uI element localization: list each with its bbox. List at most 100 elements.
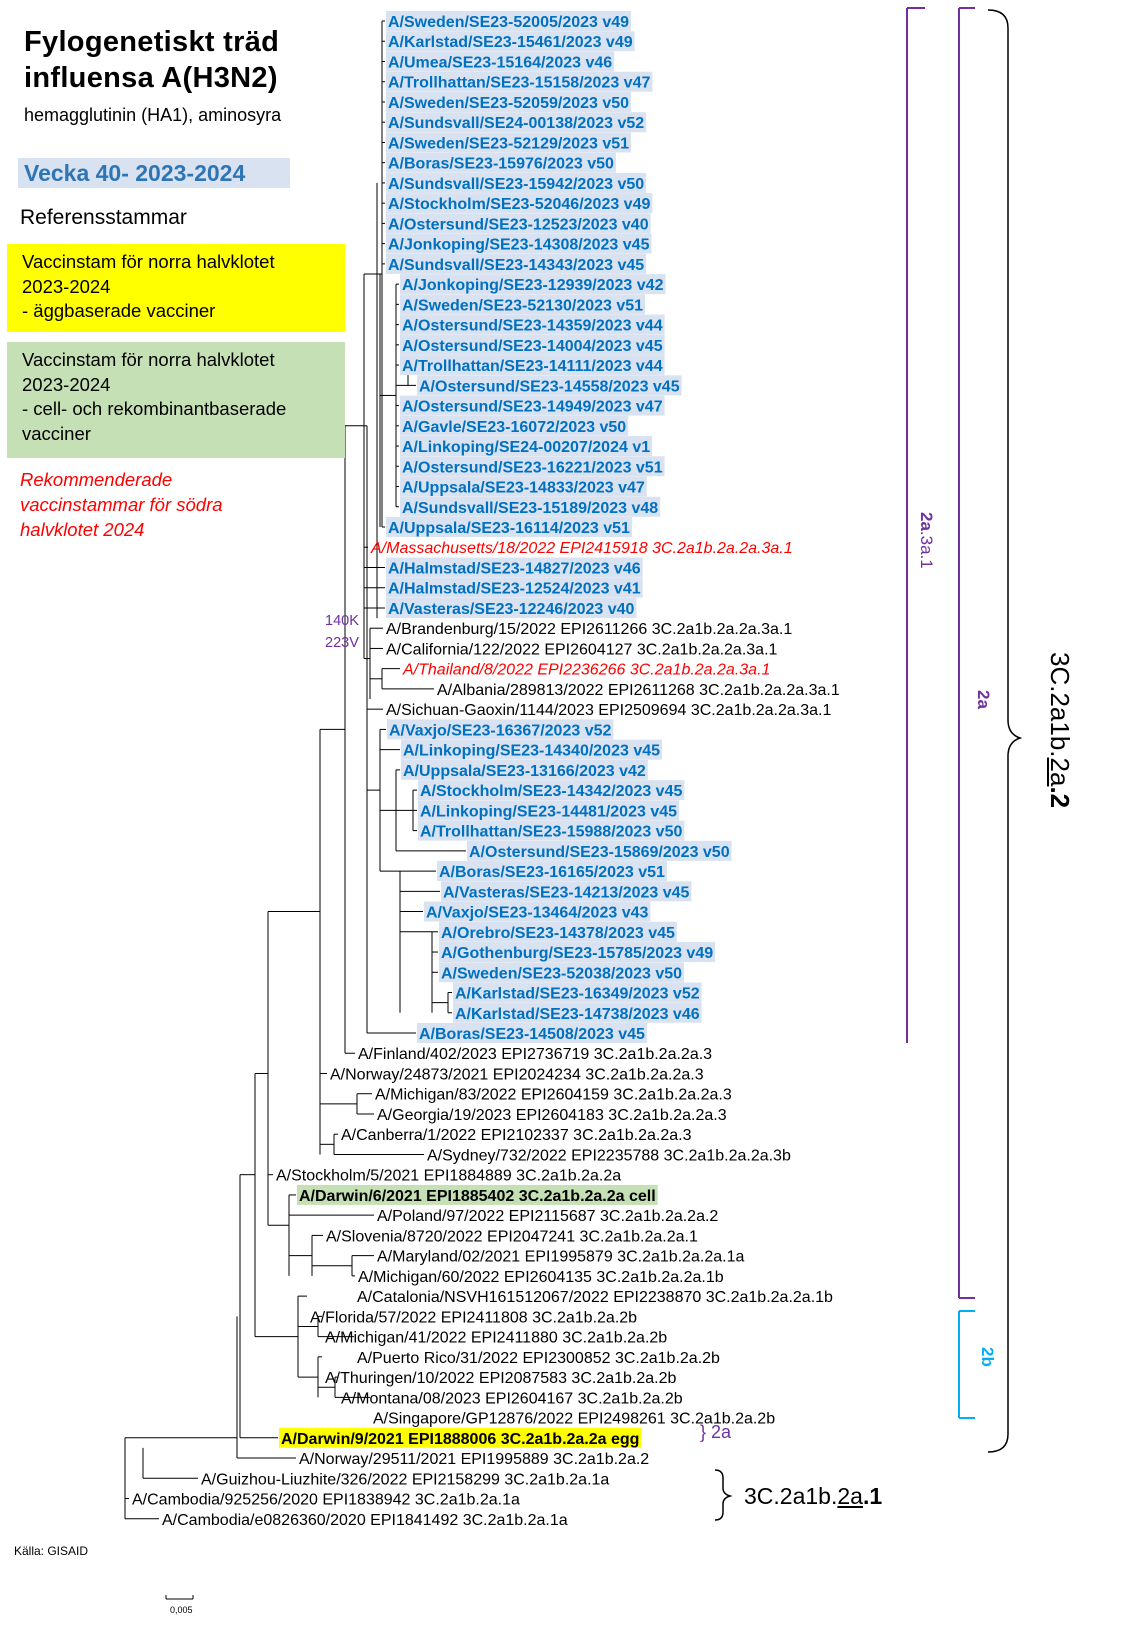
leaf-label: A/Catalonia/NSVH161512067/2022 EPI223887…	[357, 1289, 833, 1306]
legend-cell-vaccine: Vaccinstam för norra halvklotet 2023-202…	[7, 342, 345, 458]
leaf-label: A/Finland/402/2023 EPI2736719 3C.2a1b.2a…	[358, 1046, 712, 1063]
leaf-label: A/Georgia/19/2023 EPI2604183 3C.2a1b.2a.…	[377, 1107, 727, 1124]
leaf-highlight	[400, 415, 629, 436]
minor-prefix: 3C.2a1b.	[744, 1483, 838, 1509]
leaf-highlight	[418, 820, 685, 841]
minor-suffix: .1	[862, 1483, 883, 1509]
leaf-label: A/Ostersund/SE23-15869/2023 v50	[469, 844, 730, 861]
leaf-label: A/Karlstad/SE23-14738/2023 v46	[455, 1006, 700, 1023]
leaf-highlight	[400, 334, 665, 355]
leaf-highlight	[400, 294, 646, 315]
legend-south-line: Rekommenderade	[20, 469, 173, 490]
leaf-label: A/Stockholm/SE23-52046/2023 v49	[388, 196, 650, 213]
leaf-label: A/Orebro/SE23-14378/2023 v45	[441, 925, 675, 942]
leaf-highlight	[439, 921, 677, 942]
leaf-highlight	[453, 1002, 702, 1023]
scale-bar-label: 0,005	[170, 1605, 193, 1615]
subclade-suffix: .3a.1	[917, 530, 936, 569]
major-clade-bracket	[987, 9, 1023, 1453]
major-clade-label: 3C.2a1b.2a.2	[1044, 652, 1075, 808]
page-title: Fylogenetiskt träd	[24, 26, 280, 58]
leaf-highlight	[297, 1184, 658, 1205]
leaf-label: A/Darwin/6/2021 EPI1885402 3C.2a1b.2a.2a…	[299, 1188, 656, 1205]
leaf-label: A/Uppsala/SE23-14833/2023 v47	[402, 480, 645, 497]
source-note: Källa: GISAID	[14, 1544, 89, 1558]
leaf-label: A/Sweden/SE23-52038/2023 v50	[441, 965, 682, 982]
legend-egg-vaccine: Vaccinstam för norra halvklotet 2023-202…	[7, 244, 345, 332]
leaf-label: A/Montana/08/2023 EPI2604167 3C.2a1b.2a.…	[341, 1390, 683, 1407]
leaf-highlight	[386, 233, 652, 254]
leaf-highlight	[386, 172, 647, 193]
leaf-label: A/Sundsvall/SE23-15189/2023 v48	[402, 500, 658, 517]
leaf-label: A/Slovenia/8720/2022 EPI2047241 3C.2a1b.…	[326, 1228, 698, 1245]
leaf-label: A/Boras/SE23-14508/2023 v45	[419, 1026, 645, 1043]
leaf-label: A/Brandenburg/15/2022 EPI2611266 3C.2a1b…	[386, 621, 792, 638]
leaf-label: A/Maryland/02/2021 EPI1995879 3C.2a1b.2a…	[377, 1249, 744, 1266]
page-subtitle: hemagglutinin (HA1), aminosyra	[24, 105, 282, 125]
leaf-label: A/Cambodia/925256/2020 EPI1838942 3C.2a1…	[132, 1492, 520, 1509]
leaf-label: A/Uppsala/SE23-13166/2023 v42	[403, 763, 646, 780]
leaf-label: A/Boras/SE23-15976/2023 v50	[388, 156, 614, 173]
leaf-label: A/Ostersund/SE23-14004/2023 v45	[402, 338, 663, 355]
leaf-label: A/Trollhattan/SE23-15988/2023 v50	[420, 824, 682, 841]
leaf-label: A/Stockholm/SE23-14342/2023 v45	[420, 783, 682, 800]
leaf-highlight	[418, 800, 680, 821]
leaf-label: A/Trollhattan/SE23-15158/2023 v47	[388, 75, 650, 92]
clade-2b-label: 2b	[978, 1347, 997, 1367]
leaf-label: A/Sweden/SE23-52005/2023 v49	[388, 14, 629, 31]
leaf-highlight	[386, 597, 637, 618]
leaf-label: A/Guizhou-Liuzhite/326/2022 EPI2158299 3…	[201, 1471, 609, 1488]
leaf-label: A/Massachusetts/18/2022 EPI2415918 3C.2a…	[370, 540, 793, 557]
leaf-label: A/Ostersund/SE23-14558/2023 v45	[419, 378, 680, 395]
leaf-highlight	[439, 962, 685, 983]
major-prefix: 3C.2a1b.	[1045, 652, 1075, 758]
leaf-label: A/Halmstad/SE23-12524/2023 v41	[388, 581, 641, 598]
leaf-highlight	[400, 476, 647, 497]
leaf-label: A/Jonkoping/SE23-12939/2023 v42	[402, 277, 664, 294]
leaf-highlight	[386, 31, 635, 52]
legend-cell-line: vacciner	[22, 422, 91, 444]
legend-heading: Referensstammar	[20, 206, 187, 229]
leaf-highlight	[400, 314, 665, 335]
leaf-highlight	[386, 253, 647, 274]
leaf-highlight	[386, 213, 651, 234]
clade-2a-label: 2a	[974, 690, 993, 709]
leaf-label: A/Thailand/8/2022 EPI2236266 3C.2a1b.2a.…	[402, 662, 770, 679]
leaf-label: A/Vasteras/SE23-14213/2023 v45	[443, 884, 690, 901]
leaf-label: A/Vaxjo/SE23-16367/2023 v52	[389, 722, 611, 739]
leaf-label: A/Ostersund/SE23-12523/2023 v40	[388, 216, 649, 233]
leaf-highlight	[437, 861, 667, 882]
leaf-label: A/Poland/97/2022 EPI2115687 3C.2a1b.2a.2…	[377, 1208, 718, 1225]
subclade-label: 2a.3a.1	[916, 512, 936, 569]
leaf-label: A/Trollhattan/SE23-14111/2023 v44	[402, 358, 663, 375]
leaf-highlight	[400, 456, 665, 477]
leaf-label: A/Stockholm/5/2021 EPI1884889 3C.2a1b.2a…	[276, 1168, 621, 1185]
leaf-label: A/Gothenburg/SE23-15785/2023 v49	[441, 945, 713, 962]
legend-egg-line: 2023-2024	[22, 275, 111, 297]
leaf-highlight	[418, 780, 685, 801]
leaf-label: A/Sweden/SE23-52059/2023 v50	[388, 95, 629, 112]
legend-egg-line: - äggbaserade vacciner	[22, 300, 216, 321]
major-underlined: 2a	[1045, 757, 1075, 787]
leaf-label: A/Halmstad/SE23-14827/2023 v46	[388, 560, 641, 577]
leaf-highlight	[386, 577, 643, 598]
leaf-label: A/Ostersund/SE23-14949/2023 v47	[402, 399, 663, 416]
legend-cell-line: 2023-2024	[22, 373, 111, 395]
leaf-highlight	[386, 91, 632, 112]
leaf-highlight	[401, 759, 648, 780]
leaf-highlight	[386, 557, 643, 578]
leaf-label: A/Thuringen/10/2022 EPI2087583 3C.2a1b.2…	[325, 1370, 676, 1387]
leaf-label: A/Michigan/60/2022 EPI2604135 3C.2a1b.2a…	[358, 1269, 724, 1286]
major-suffix: .2	[1045, 786, 1075, 809]
legend-cell-line: - cell- och rekombinantbaserade	[22, 398, 287, 419]
legend-south-line: vaccinstammar för södra	[20, 494, 223, 515]
leaf-label: A/Sundsvall/SE24-00138/2023 v52	[388, 115, 644, 132]
leaf-highlight	[386, 11, 632, 31]
leaf-highlight	[400, 355, 665, 376]
leaf-highlight	[386, 152, 616, 173]
leaf-label: A/Boras/SE23-16165/2023 v51	[439, 864, 665, 881]
leaf-highlight	[279, 1427, 642, 1448]
leaf-label: A/Linkoping/SE23-14340/2023 v45	[403, 743, 660, 760]
page-title-line2: influensa A(H3N2)	[24, 62, 278, 94]
